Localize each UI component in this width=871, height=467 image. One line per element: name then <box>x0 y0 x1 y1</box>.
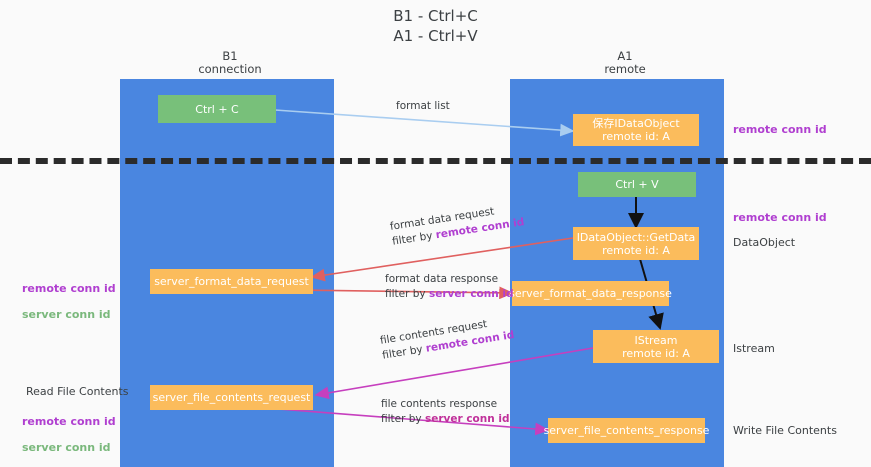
node-idataobject-getdata[interactable]: IDataObject::GetData remote id: A <box>573 227 699 260</box>
filter-by-prefix: filter by <box>381 413 425 425</box>
annotation-remote-conn-id-left-2: remote conn id <box>22 415 116 428</box>
annotation-dataobject: DataObject <box>733 236 796 249</box>
annotation-conn-ids-bottom: remote conn id server conn id <box>22 402 116 467</box>
page-title: B1 - Ctrl+C A1 - Ctrl+V <box>393 7 478 45</box>
annotation-server-conn-id-left-2: server conn id <box>22 441 111 454</box>
filter-by-prefix: filter by <box>385 288 429 300</box>
edge-label-format-list: format list <box>396 99 450 114</box>
node-server-file-contents-response[interactable]: server_file_contents_response <box>544 418 709 443</box>
edge-label-format-data-response-line1: format data response <box>385 273 499 285</box>
annotation-server-conn-id-left-1: server conn id <box>22 308 111 321</box>
annotation-remote-conn-id-left-1: remote conn id <box>22 282 116 295</box>
annotation-write-file-contents: Write File Contents <box>733 424 837 437</box>
node-ctrl-v[interactable]: Ctrl + V <box>578 172 696 197</box>
node-save-idataobject[interactable]: 保存IDataObject remote id: A <box>573 114 699 146</box>
annotation-istream: Istream <box>733 342 775 355</box>
highlight-server-conn-id: server conn id <box>428 288 514 300</box>
edge-label-file-contents-response-line2: filter by server conn id <box>381 412 510 427</box>
edge-label-format-data-response: format data response filter by server co… <box>385 272 514 302</box>
annotation-remote-conn-id-mid: remote conn id <box>733 211 827 224</box>
edge-label-file-contents-response: file contents response filter by server … <box>381 397 510 427</box>
node-ctrl-c[interactable]: Ctrl + C <box>158 95 276 123</box>
edge-label-file-contents-response-line1: file contents response <box>381 398 498 410</box>
node-server-format-data-response[interactable]: server_format_data_response <box>509 281 672 306</box>
section-divider <box>0 158 871 164</box>
annotation-conn-ids-mid: remote conn id server conn id <box>22 269 116 334</box>
edge-label-format-data-response-line2: filter by server conn id <box>385 287 514 302</box>
highlight-server-conn-id: server conn id <box>424 413 510 425</box>
annotation-remote-conn-id-top: remote conn id <box>733 123 827 136</box>
column-header-b1: B1 connection <box>198 49 262 76</box>
edge-label-format-data-request: format data request filter by remote con… <box>389 200 525 249</box>
node-server-format-data-request[interactable]: server_format_data_request <box>150 269 313 294</box>
annotation-read-file-contents: Read File Contents <box>26 385 129 398</box>
node-istream[interactable]: IStream remote id: A <box>593 330 719 363</box>
edge-label-format-list-line1: format list <box>396 100 450 112</box>
column-header-a1: A1 remote <box>604 49 646 76</box>
edge-label-file-contents-request: file contents request filter by remote c… <box>379 313 515 363</box>
node-server-file-contents-request[interactable]: server_file_contents_request <box>150 385 313 410</box>
